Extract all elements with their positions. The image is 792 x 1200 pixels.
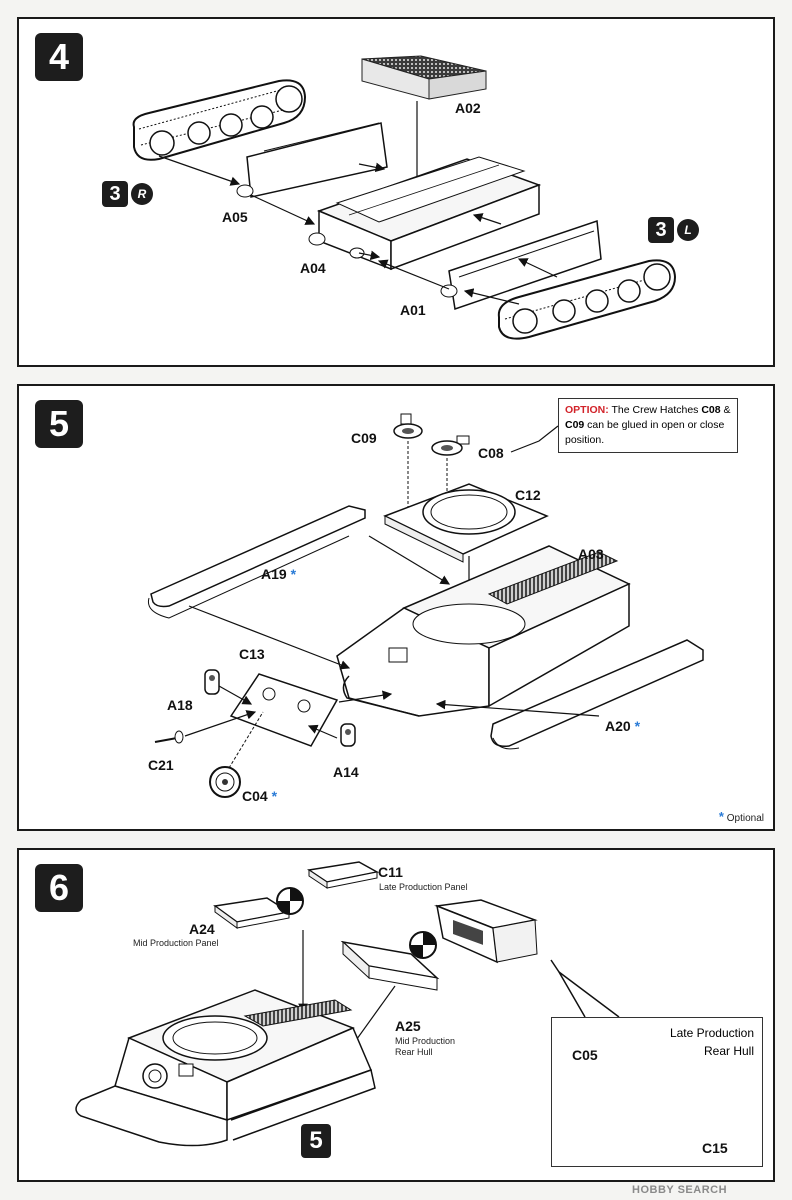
- part-c11-panel: [306, 861, 380, 889]
- option-text-a: The Crew Hatches: [608, 404, 702, 416]
- label-a04: A04: [300, 260, 326, 276]
- part-a18: [204, 669, 220, 695]
- step-number: 6: [35, 864, 83, 912]
- watermark: HOBBY SEARCH: [632, 1184, 728, 1196]
- ref-step-5: 5: [301, 1124, 331, 1158]
- ref-step-number: 3: [648, 217, 674, 243]
- label-a24-sub: Mid Production Panel: [133, 938, 219, 948]
- label-a25-sub-1: Mid Production: [395, 1036, 456, 1046]
- part-c08-hatch: [431, 435, 470, 456]
- either-or-icon: [409, 931, 437, 959]
- label-c04: C04 *: [242, 788, 277, 804]
- step-number: 4: [35, 33, 83, 81]
- optional-legend-star: *: [718, 809, 724, 824]
- part-a02-grille: [361, 55, 487, 100]
- part-a24-panel: [213, 897, 291, 929]
- label-a20-text: A20: [605, 718, 631, 734]
- label-a20: A20 *: [605, 718, 640, 734]
- part-a25-rear-hull: [340, 940, 440, 991]
- part-c04-wheel: [209, 766, 241, 798]
- right-track-assembly: [132, 79, 307, 161]
- part-a19-fender: [147, 505, 366, 619]
- late-production-inset: Late Production Rear Hull: [551, 1017, 763, 1167]
- label-a19-text: A19: [261, 566, 287, 582]
- label-c21: C21: [148, 757, 174, 773]
- label-a01: A01: [400, 302, 426, 318]
- optional-star: *: [271, 788, 278, 804]
- ref-step-3-right: 3 R: [102, 181, 153, 207]
- late-production-title: Late Production Rear Hull: [670, 1024, 754, 1060]
- part-a14: [340, 723, 356, 747]
- label-c11-sub: Late Production Panel: [379, 882, 468, 892]
- option-text-c: can be glued in open or close position.: [565, 419, 725, 446]
- label-a25: A25: [395, 1018, 421, 1034]
- ref-step-3-left: 3 L: [648, 217, 699, 243]
- step-4-illustration: [132, 55, 677, 340]
- label-c13: C13: [239, 646, 265, 662]
- left-track-assembly: [497, 259, 677, 340]
- label-c09: C09: [351, 430, 377, 446]
- late-title-line-1: Late Production: [669, 1026, 754, 1040]
- ref-side-badge: L: [677, 219, 699, 241]
- optional-legend: * Optional: [719, 809, 764, 824]
- option-part-a: C08: [701, 404, 721, 416]
- option-title: OPTION:: [565, 404, 609, 416]
- label-a03: A03: [578, 546, 604, 562]
- part-c13-rear-plate: [229, 673, 339, 747]
- step-5-panel: 5 OPTION: The Crew Hatches C08 & C09 can…: [17, 384, 775, 831]
- part-c09-hatch: [393, 413, 423, 439]
- part-a04-hull-tub: [308, 156, 542, 271]
- assembled-hull: [75, 989, 376, 1147]
- step-5-illustration: [147, 413, 704, 798]
- part-a03-upper-hull: [336, 545, 631, 717]
- label-a25-sub-2: Rear Hull: [395, 1047, 433, 1057]
- label-c11: C11: [378, 864, 403, 880]
- label-a19: A19 *: [261, 566, 296, 582]
- part-late-rear-hull-top: [434, 899, 538, 964]
- optional-star: *: [634, 718, 641, 734]
- label-c08: C08: [478, 445, 504, 461]
- label-c12: C12: [515, 487, 541, 503]
- label-a14: A14: [333, 764, 359, 780]
- part-a05-side: [236, 122, 388, 198]
- late-title-line-2: Rear Hull: [703, 1044, 754, 1058]
- label-a18: A18: [167, 697, 193, 713]
- label-c15: C15: [702, 1140, 728, 1156]
- label-c05: C05: [572, 1047, 598, 1063]
- label-c04-text: C04: [242, 788, 268, 804]
- label-a24: A24: [189, 921, 215, 937]
- option-note-box: OPTION: The Crew Hatches C08 & C09 can b…: [558, 398, 738, 453]
- option-part-b: C09: [565, 419, 585, 431]
- part-c21: [154, 730, 184, 744]
- step-4-panel: 4: [17, 17, 775, 367]
- either-or-icon: [276, 887, 304, 915]
- optional-legend-text: Optional: [726, 813, 764, 824]
- ref-step-number: 3: [102, 181, 128, 207]
- part-c12-plate: [383, 483, 549, 563]
- part-a20-fender: [490, 639, 704, 750]
- option-text-b: &: [720, 404, 731, 416]
- label-a02: A02: [455, 100, 481, 116]
- ref-side-badge: R: [131, 183, 153, 205]
- label-a05: A05: [222, 209, 248, 225]
- optional-star: *: [290, 566, 297, 582]
- step-6-panel: 6: [17, 848, 775, 1182]
- step-number: 5: [35, 400, 83, 448]
